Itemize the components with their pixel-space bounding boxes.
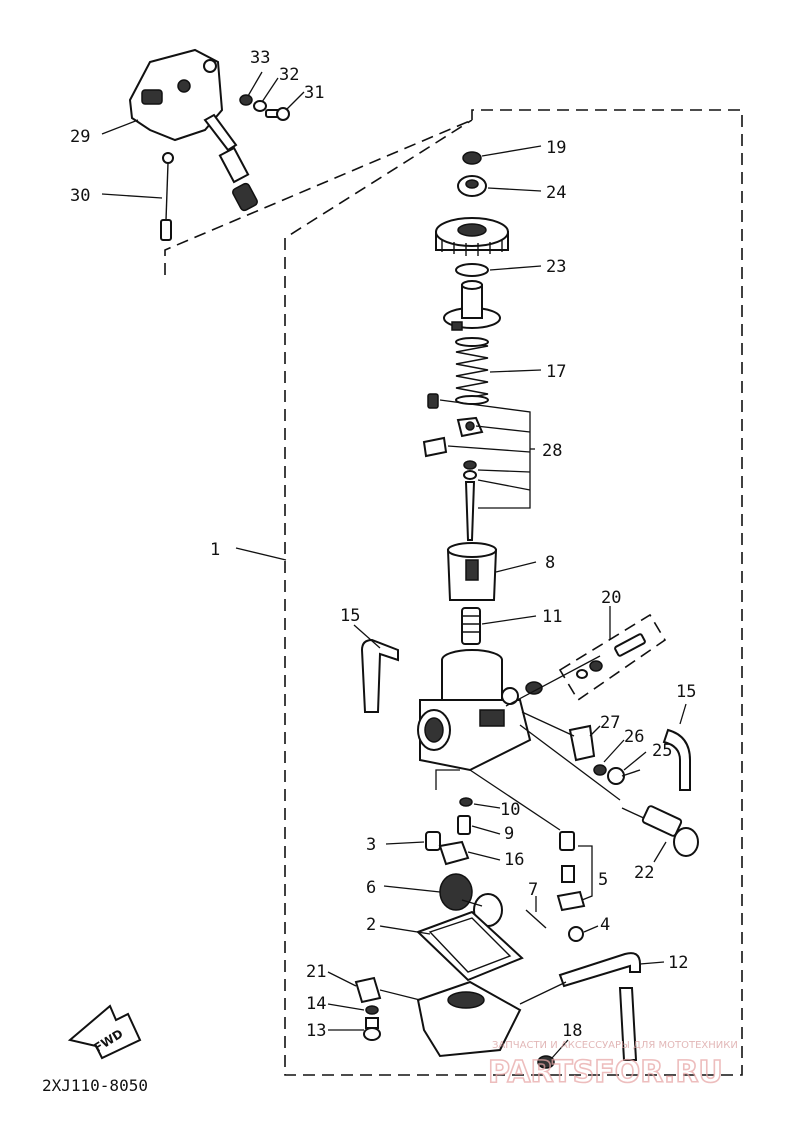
callout-14: 14 (306, 994, 326, 1014)
callout-24: 24 (546, 183, 566, 203)
cap-nut-part (435, 217, 509, 256)
spring-part (455, 337, 489, 405)
float-chamber-part (416, 980, 522, 1058)
washer-part (462, 151, 482, 165)
callout-21: 21 (306, 962, 326, 982)
float-pin-part (525, 909, 547, 929)
screw-small-part (568, 926, 584, 942)
callout-22: 22 (634, 863, 654, 883)
callout-3: 3 (366, 835, 376, 855)
screw-bottom-part (363, 1017, 381, 1041)
callout-27: 27 (600, 713, 620, 733)
o-ring-part (455, 263, 489, 277)
callout-18: 18 (562, 1021, 582, 1041)
assembly-boundary (284, 109, 743, 1076)
o-ring-small-part (459, 797, 473, 807)
callout-15-right: 15 (676, 682, 696, 702)
idle-screw-part (576, 633, 646, 679)
callout-25: 25 (652, 741, 672, 761)
drain-pipe-part (558, 952, 641, 1061)
callout-33: 33 (250, 48, 270, 68)
bracket-part (568, 724, 596, 762)
callout-1: 1 (210, 540, 220, 560)
cable-boundary (164, 119, 473, 275)
callout-5: 5 (598, 870, 608, 890)
callout-31: 31 (304, 83, 324, 103)
callout-13: 13 (306, 1021, 326, 1041)
spring-washer-part (593, 764, 607, 776)
gasket-part (416, 910, 524, 982)
callout-19: 19 (546, 138, 566, 158)
callout-26: 26 (624, 727, 644, 747)
vent-pipe-left (360, 638, 399, 713)
callout-32: 32 (279, 65, 299, 85)
callout-29: 29 (70, 127, 90, 147)
throttle-slide-part (446, 542, 498, 601)
fwd-arrow: FWD (67, 1004, 142, 1060)
main-jet-part (425, 831, 441, 851)
washer-small-part (365, 1005, 379, 1015)
idle-screw-boundary (558, 613, 667, 702)
throttle-housing-part (128, 48, 258, 212)
plate-part (438, 840, 470, 866)
callout-11: 11 (542, 607, 562, 627)
callout-labels: 33 32 31 29 30 19 24 23 17 28 8 11 1 15 … (70, 48, 696, 1041)
callout-8: 8 (545, 553, 555, 573)
jet-needle-set (422, 393, 484, 541)
callout-2: 2 (366, 915, 376, 935)
callout-4: 4 (600, 915, 610, 935)
pilot-jet-part (457, 815, 471, 835)
carburetor-body (417, 649, 543, 772)
vent-pipe-right (662, 728, 691, 791)
cable-part (160, 152, 174, 241)
callout-10: 10 (500, 800, 520, 820)
leader-lines (101, 71, 687, 1059)
watermark: ЗАПЧАСТИ И АКСЕССУАРЫ ДЛЯ МОТОТЕХНИКИ PA… (487, 1040, 738, 1091)
screw-part (607, 767, 641, 785)
cap-plate-part (443, 280, 501, 331)
screw-washer-set (239, 94, 290, 121)
needle-valve-part (556, 831, 586, 912)
callout-17: 17 (546, 362, 566, 382)
needle-jet-part (461, 607, 481, 645)
callout-6: 6 (366, 878, 376, 898)
callout-20: 20 (601, 588, 621, 608)
callout-9: 9 (504, 824, 514, 844)
callout-23: 23 (546, 257, 566, 277)
callout-28: 28 (542, 441, 562, 461)
seal-part (457, 175, 487, 197)
watermark-tagline: ЗАПЧАСТИ И АКСЕССУАРЫ ДЛЯ МОТОТЕХНИКИ (492, 1040, 738, 1051)
drain-screw-part (537, 1055, 555, 1069)
callout-16: 16 (504, 850, 524, 870)
plate-small-part (354, 976, 382, 1004)
drawing-code: 2XJ110-8050 (42, 1076, 148, 1095)
watermark-site: PARTSFOR.RU (488, 1055, 723, 1090)
callout-30: 30 (70, 186, 90, 206)
callout-7: 7 (528, 880, 538, 900)
callout-15-left: 15 (340, 606, 360, 626)
starter-plunger-part (621, 805, 699, 857)
float-part (439, 873, 503, 927)
callout-12: 12 (668, 953, 688, 973)
